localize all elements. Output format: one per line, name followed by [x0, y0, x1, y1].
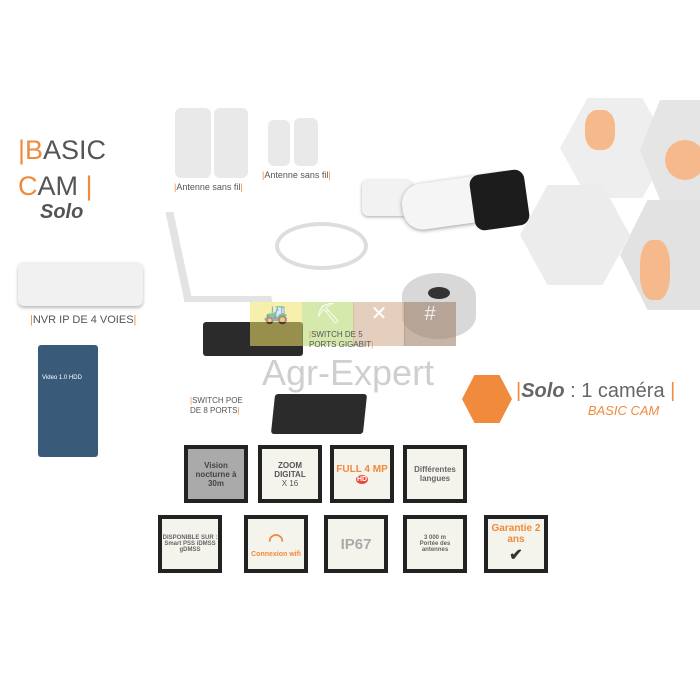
badge: |Solo : 1 caméra | BASIC CAM [516, 380, 676, 418]
feature-ip67: IP67 [324, 515, 388, 573]
hdd-label: Video 1.0 HDD [42, 375, 82, 381]
title-c: C [18, 171, 38, 201]
bullet-camera-image [362, 168, 532, 250]
fence-icon: # [404, 302, 456, 346]
tractor-icon: 🚜 [250, 302, 302, 346]
tools-icon: ✕ [353, 302, 405, 346]
feature-platforms: DISPONIBLE SUR : Smart PSS iDMSS gDMSS [158, 515, 222, 573]
network-cable-image [275, 222, 368, 270]
feature-extra: X 16 [281, 478, 299, 488]
antenna-image [214, 108, 248, 178]
feature-text: Garantie 2 ans [491, 523, 541, 545]
checkmark-icon: ✔ [509, 547, 523, 564]
feature-text: Connexion wifi [251, 551, 301, 558]
title-c-rest: AM [37, 171, 79, 201]
nvr-image [18, 262, 143, 306]
feature-languages: Différentes langues [403, 445, 467, 503]
badge-solo: Solo [521, 380, 565, 402]
feature-warranty: Garantie 2 ans ✔ [484, 515, 548, 573]
antenna-image [175, 108, 211, 178]
brand-logo-hexagon [462, 375, 512, 423]
brand-title: |BASIC CAM | Solo [18, 132, 106, 230]
antenna-small-image [294, 118, 318, 166]
wall-bracket-image [165, 212, 273, 302]
feature-text: FULL 4 MP [336, 464, 388, 475]
switch-poe-8-image [270, 394, 368, 434]
feature-extra: Portée des antennes [419, 541, 451, 553]
feature-text: Vision nocturne à 30m [195, 460, 237, 488]
wheelbarrow-icon: ⛏ [302, 302, 354, 346]
badge-count: 1 caméra [581, 380, 665, 402]
antenna2-label: Antenne sans fil [264, 170, 329, 180]
badge-sub: BASIC CAM [587, 403, 660, 418]
title-b-rest: ASIC [43, 135, 107, 165]
wifi-icon: ◠ [268, 530, 284, 550]
title-b: B [25, 135, 44, 165]
antenna1-label: Antenne sans fil [176, 182, 241, 192]
switch5-label: SWITCH DE 5 PORTS GIGABIT [309, 330, 372, 349]
feature-text: IP67 [340, 535, 372, 553]
feature-night-vision: Vision nocturne à 30m [184, 445, 248, 503]
feature-text: ZOOM DIGITAL [274, 460, 306, 479]
antenna-small-image [268, 120, 290, 166]
feature-text: DISPONIBLE SUR : Smart PSS iDMSS gDMSS [162, 535, 218, 553]
feature-text: Différentes langues [414, 465, 456, 483]
feature-wifi: ◠Connexion wifi [244, 515, 308, 573]
hdd-image: Video 1.0 HDD [38, 345, 98, 457]
title-solo: Solo [40, 201, 84, 223]
feature-text: 3 000 m [423, 535, 447, 541]
nvr-label: NVR IP DE 4 VOIES [32, 314, 134, 326]
switch8-label: SWITCH POE DE 8 PORTS [190, 396, 243, 415]
hd-badge: HD [355, 475, 369, 484]
watermark-text: Agr-Expert [262, 352, 435, 393]
badge-sep: : [564, 380, 582, 402]
